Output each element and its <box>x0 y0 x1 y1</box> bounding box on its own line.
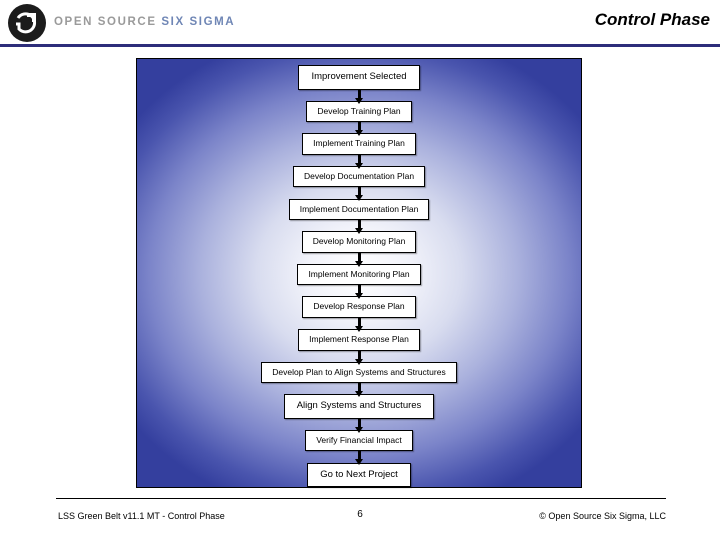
arrow-down-icon <box>354 451 364 466</box>
arrow-down-icon <box>354 350 364 365</box>
flow-node: Implement Documentation Plan <box>288 198 430 220</box>
arrow-down-icon <box>354 418 364 433</box>
arrow-down-icon <box>354 220 364 234</box>
page-title: Control Phase <box>594 10 710 29</box>
flow-node: Implement Monitoring Plan <box>297 263 421 286</box>
arrow-down-icon <box>354 187 364 202</box>
flow-node: Implement Response Plan <box>298 329 420 351</box>
open-source-six-sigma-logo-icon <box>8 4 46 42</box>
flow-node: Develop Plan to Align Systems and Struct… <box>261 361 457 384</box>
flow-node: Develop Documentation Plan <box>292 165 426 188</box>
footer-divider <box>56 498 666 499</box>
arrow-down-icon <box>354 252 364 267</box>
arrow-down-icon <box>354 383 364 398</box>
arrow-down-icon <box>354 285 364 300</box>
footer-course-label: LSS Green Belt v11.1 MT - Control Phase <box>58 511 225 521</box>
arrow-down-icon <box>354 89 364 104</box>
arrow-down-icon <box>354 154 364 169</box>
brand-six-sigma: SIX SIGMA <box>161 16 236 28</box>
flow-node: Develop Training Plan <box>306 100 412 123</box>
arrow-down-icon <box>354 122 364 137</box>
footer-copyright: © Open Source Six Sigma, LLC <box>539 511 666 521</box>
flow-node: Align Systems and Structures <box>283 394 435 419</box>
flow-node: Implement Training Plan <box>302 133 416 155</box>
brand-wordmark: OPEN SOURCE SIX SIGMA <box>54 16 235 28</box>
flow-node: Go to Next Project <box>307 462 411 487</box>
flow-node: Develop Response Plan <box>302 296 416 318</box>
arrow-down-icon <box>354 317 364 332</box>
brand-open-source: OPEN SOURCE <box>54 16 162 28</box>
page-number: 6 <box>357 509 363 520</box>
flow-node: Verify Financial Impact <box>305 429 413 452</box>
flow-node: Improvement Selected <box>298 65 420 90</box>
header-divider <box>0 44 720 47</box>
flow-node: Develop Monitoring Plan <box>301 231 417 253</box>
